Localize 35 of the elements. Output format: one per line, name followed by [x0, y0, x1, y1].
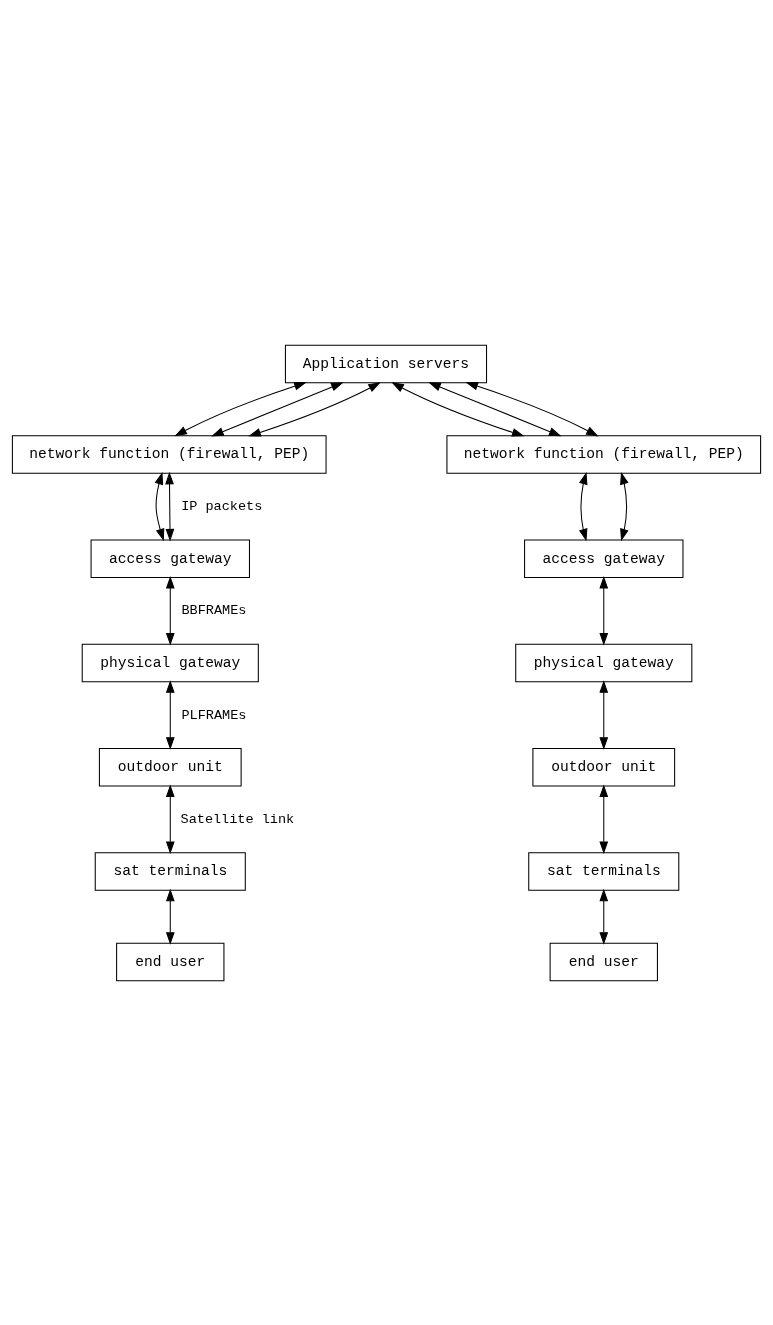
arrow — [165, 783, 175, 854]
arrow — [465, 381, 599, 436]
node-box: access gateway — [524, 539, 684, 578]
arrow — [391, 381, 525, 437]
arrow — [578, 471, 588, 541]
arrow — [599, 888, 609, 945]
node-box: network function (firewall, PEP) — [446, 434, 762, 474]
arrow — [165, 888, 175, 945]
arrow — [174, 381, 307, 436]
arrow — [154, 471, 165, 541]
node-box: outdoor unit — [98, 747, 242, 786]
node-box: sat terminals — [94, 851, 246, 891]
arrow — [165, 471, 175, 541]
arrow — [248, 381, 381, 437]
arrow — [599, 679, 609, 750]
node-box: Application servers — [284, 344, 488, 383]
edge-label: IP packets — [181, 498, 263, 514]
node-box: network function (firewall, PEP) — [11, 434, 327, 474]
arrow — [599, 783, 609, 854]
arrow — [428, 381, 562, 436]
node-box: end user — [116, 942, 225, 981]
edge-label: PLFRAMEs — [181, 707, 247, 723]
node-box: sat terminals — [528, 851, 680, 891]
arrow — [599, 575, 609, 646]
edge-label: Satellite link — [180, 811, 295, 827]
node-box: physical gateway — [515, 643, 693, 682]
edge-label: BBFRAMEs — [181, 602, 247, 618]
node-box: outdoor unit — [532, 747, 676, 786]
node-box: physical gateway — [81, 643, 259, 682]
arrow — [165, 575, 175, 646]
arrow — [620, 471, 629, 541]
node-box: end user — [549, 942, 658, 981]
arrow — [165, 679, 175, 750]
arrow — [211, 381, 344, 436]
node-box: access gateway — [90, 539, 250, 578]
